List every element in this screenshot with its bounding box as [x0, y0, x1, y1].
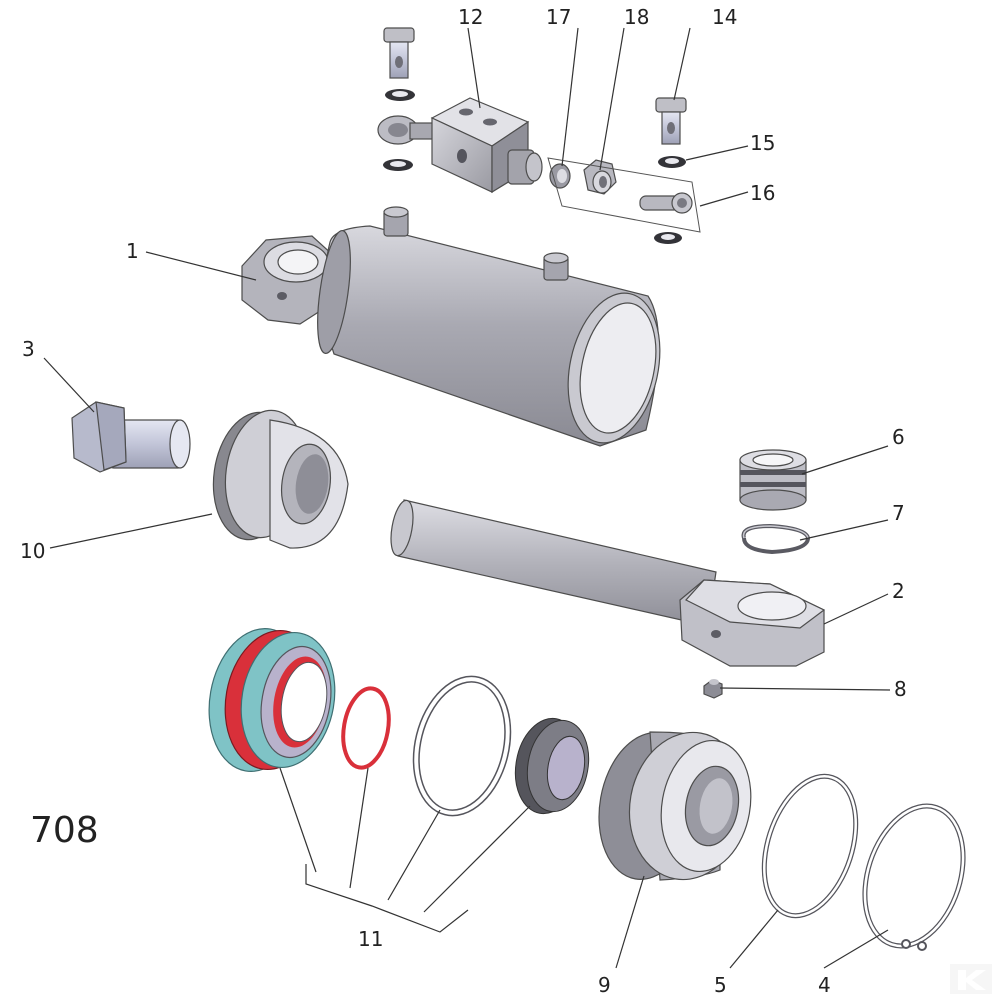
callout-numbers: 1 2 3 4 5 6 7 8 9 10 11 12 14 15 16 17 1…	[20, 5, 907, 997]
retaining-ring-5	[761, 773, 859, 919]
callout-15: 15	[750, 131, 775, 155]
seal-kit-11	[208, 628, 590, 817]
piston-rod	[390, 499, 826, 667]
callout-7: 7	[892, 501, 905, 525]
valve-block-assembly	[377, 27, 543, 194]
banjo-fitting-16	[639, 192, 693, 214]
callout-11: 11	[358, 927, 383, 951]
group-16-frame	[547, 157, 701, 233]
callout-3: 3	[22, 337, 35, 361]
snap-ring-7	[741, 523, 811, 555]
callout-2: 2	[892, 579, 905, 603]
callout-18: 18	[624, 5, 649, 29]
callout-17: 17	[546, 5, 571, 29]
banjo-bolt-14	[655, 97, 687, 145]
callout-12: 12	[458, 5, 483, 29]
banjo-fitting-left	[377, 115, 435, 145]
callout-9: 9	[598, 973, 611, 997]
banjo-bolt-top	[383, 27, 415, 79]
leader-lines	[43, 27, 891, 969]
bushing-6	[739, 449, 807, 511]
grease-nipple-8	[703, 679, 723, 699]
block-side-fitting	[507, 149, 543, 185]
sealing-washer-top	[385, 89, 415, 101]
callout-4: 4	[818, 973, 831, 997]
gland-10	[212, 409, 349, 549]
sealing-washer-16	[654, 232, 682, 244]
callout-8: 8	[894, 677, 907, 701]
callout-16: 16	[750, 181, 775, 205]
callout-14: 14	[712, 5, 737, 29]
cylinder-barrel	[241, 206, 661, 447]
brand-logo-icon	[950, 964, 992, 994]
callout-6: 6	[892, 425, 905, 449]
piston-9	[598, 731, 752, 881]
circlip-4	[862, 803, 966, 951]
callout-1: 1	[126, 239, 139, 263]
bolt-3	[71, 401, 191, 473]
callout-10: 10	[20, 539, 45, 563]
sealing-washer-bottom	[383, 159, 413, 171]
callout-5: 5	[714, 973, 727, 997]
drawing-number: 708	[30, 810, 99, 851]
sealing-washer-15	[658, 156, 686, 168]
